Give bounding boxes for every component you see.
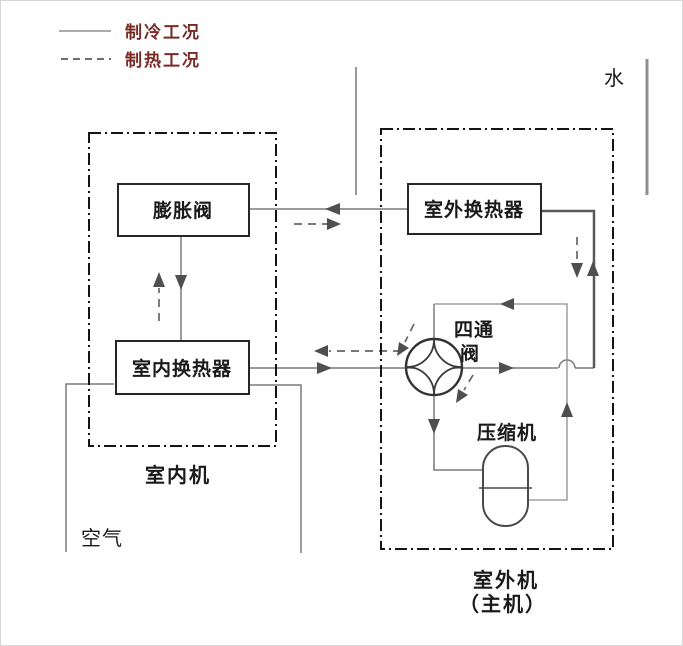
heating-arrow-left-icon bbox=[314, 345, 328, 357]
indoor-unit-boundary bbox=[88, 132, 277, 447]
pipe-riser-to-outdoorhx bbox=[541, 209, 596, 368]
water-label: 水 bbox=[604, 66, 625, 90]
air-duct-right bbox=[249, 384, 302, 553]
indoor-heat-exchanger-label: 室内换热器 bbox=[132, 357, 232, 380]
four-way-valve-label-line1: 四通 bbox=[454, 319, 494, 341]
outdoor-heat-exchanger: 室外换热器 bbox=[407, 183, 542, 235]
outdoor-heat-exchanger-label: 室外换热器 bbox=[424, 198, 524, 221]
outdoor-unit-label-line1: 室外机 bbox=[473, 568, 539, 592]
suction-arrow-down-icon bbox=[428, 419, 440, 434]
four-way-valve-body bbox=[404, 337, 464, 397]
discharge-arrow-left-icon bbox=[500, 298, 514, 310]
indoor-heat-exchanger: 室内换热器 bbox=[115, 340, 250, 395]
outdoor-unit-boundary bbox=[380, 128, 614, 550]
compressor-label: 压缩机 bbox=[477, 421, 537, 444]
heating-flow-valve-top-internal bbox=[404, 323, 415, 343]
cooling-arrow-up-icon bbox=[587, 261, 599, 276]
legend: 制冷工况 制热工况 bbox=[59, 22, 201, 71]
compressor: 压缩机 bbox=[477, 421, 537, 527]
outdoor-unit-label-line2: （主机） bbox=[459, 592, 547, 616]
cooling-arrow-down-icon bbox=[175, 275, 187, 290]
cooling-arrow-right2-icon bbox=[499, 362, 514, 374]
cooling-arrow-left-icon bbox=[325, 203, 340, 215]
air-label: 空气 bbox=[81, 526, 123, 550]
discharge-arrow-up-icon bbox=[561, 402, 573, 417]
heating-arrow-down-icon bbox=[571, 263, 583, 278]
heating-flow-annotations bbox=[153, 218, 583, 403]
four-way-valve: 四通 阀 bbox=[404, 319, 494, 397]
heating-arrow-up-icon bbox=[153, 272, 165, 287]
four-way-valve-star-icon bbox=[406, 339, 462, 395]
expansion-valve: 膨胀阀 bbox=[117, 183, 250, 237]
heating-arrow-right-icon bbox=[327, 218, 341, 230]
legend-heating-label: 制热工况 bbox=[125, 50, 201, 71]
heating-arrow-diagonal-top-icon bbox=[397, 342, 409, 356]
indoor-unit-label: 室内机 bbox=[145, 463, 211, 487]
legend-cooling-label: 制冷工况 bbox=[125, 22, 201, 43]
heating-arrow-diagonal-bottom-icon bbox=[456, 389, 468, 403]
heating-flow-valve-bottom-internal bbox=[463, 374, 474, 391]
cooling-arrow-right-icon bbox=[317, 362, 332, 374]
expansion-valve-box bbox=[117, 183, 250, 237]
outdoor-heat-exchanger-box bbox=[407, 183, 542, 235]
cooling-flow-arrows bbox=[175, 203, 599, 434]
indoor-heat-exchanger-box bbox=[115, 340, 250, 395]
expansion-valve-label: 膨胀阀 bbox=[152, 199, 213, 222]
water-circuit: 水 bbox=[355, 59, 649, 195]
four-way-valve-label-line2: 阀 bbox=[460, 342, 480, 365]
air-duct-left bbox=[65, 383, 114, 552]
compressor-body bbox=[482, 445, 529, 527]
